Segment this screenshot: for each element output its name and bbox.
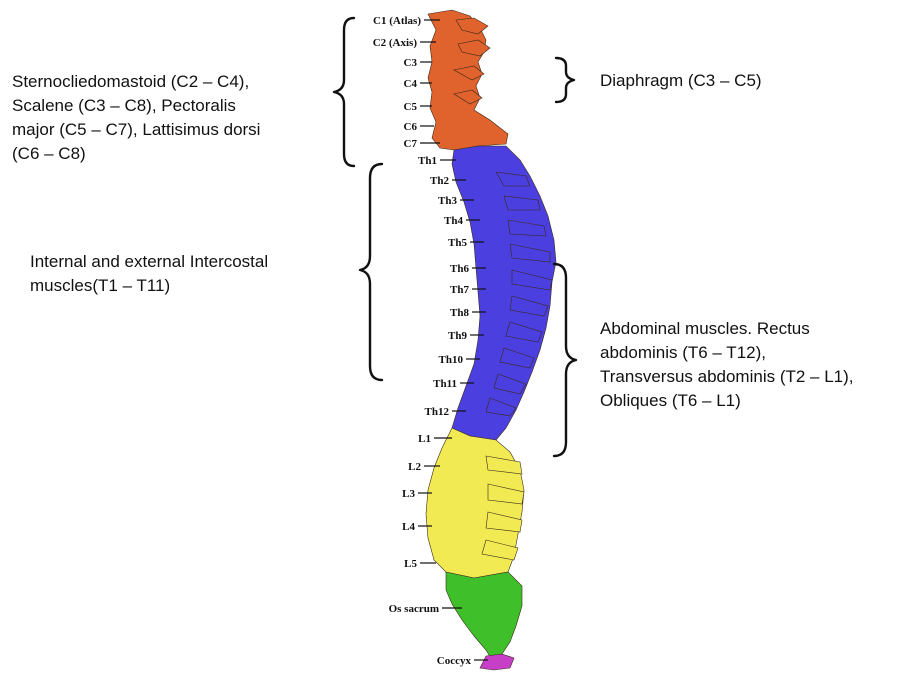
label-l3: L3	[402, 488, 415, 500]
brace-abdominal	[554, 264, 576, 456]
annotation-sternocleido: Sternocliedomastoid (C2 – C4), Scalene (…	[12, 70, 332, 166]
label-sacrum: Os sacrum	[389, 603, 439, 615]
sacrum-region	[446, 572, 522, 660]
cervical-region	[428, 10, 508, 150]
label-l5: L5	[404, 558, 417, 570]
brace-diaphragm	[556, 58, 574, 102]
brace-intercostal	[360, 164, 382, 380]
brace-cervical	[334, 18, 354, 166]
label-th4: Th4	[444, 215, 463, 227]
label-th7: Th7	[450, 284, 469, 296]
label-c1: C1 (Atlas)	[373, 15, 421, 27]
label-th11: Th11	[433, 378, 457, 390]
label-c5: C5	[404, 101, 418, 113]
label-l2: L2	[408, 461, 421, 473]
label-th10: Th10	[439, 354, 464, 366]
annotation-abdominal: Abdominal muscles. Rectus abdominis (T6 …	[600, 317, 890, 413]
lumbar-region	[426, 428, 524, 578]
label-th5: Th5	[448, 237, 467, 249]
annotation-diaphragm: Diaphragm (C3 – C5)	[600, 69, 860, 93]
label-th2: Th2	[430, 175, 449, 187]
label-th8: Th8	[450, 307, 469, 319]
label-c6: C6	[404, 121, 418, 133]
label-c3: C3	[404, 57, 418, 69]
label-c7: C7	[404, 138, 418, 150]
label-l4: L4	[402, 521, 415, 533]
label-th9: Th9	[448, 330, 467, 342]
label-c2: C2 (Axis)	[373, 37, 418, 49]
annotation-intercostal: Internal and external Intercostal muscle…	[30, 250, 350, 298]
label-l1: L1	[418, 433, 431, 445]
label-th3: Th3	[438, 195, 457, 207]
coccyx-shape	[480, 654, 514, 670]
label-c4: C4	[404, 78, 418, 90]
label-th1: Th1	[418, 155, 437, 167]
label-coccyx: Coccyx	[437, 655, 472, 667]
label-th6: Th6	[450, 263, 469, 275]
label-th12: Th12	[425, 406, 450, 418]
sacrum-shape	[446, 572, 522, 660]
coccyx-region	[480, 654, 514, 670]
